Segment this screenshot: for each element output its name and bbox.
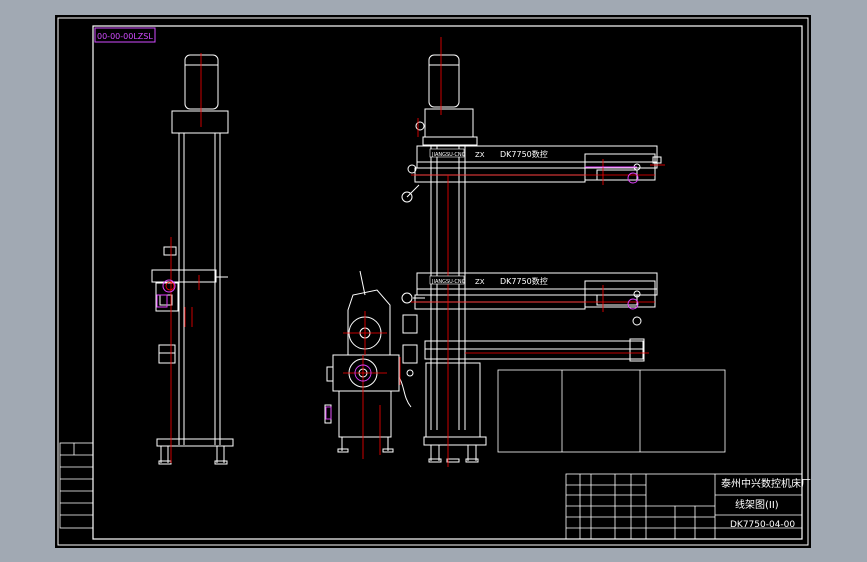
- lower-beam-plate: JIANGSU·CNC: [431, 279, 466, 285]
- upper-beam-plate: JIANGSU·CNC: [431, 152, 466, 158]
- title-block: [565, 473, 803, 540]
- company-name: 泰州中兴数控机床厂: [721, 477, 811, 490]
- left-title-stack: [59, 442, 94, 529]
- drawing-sheet[interactable]: 00-00-00LZSL: [55, 15, 811, 548]
- drawing-number: DK7750-04-00: [730, 520, 795, 530]
- wire-feeder-centerlines: [343, 311, 401, 459]
- side-view: [151, 54, 234, 465]
- lower-beam-labels: JIANGSU·CNC ZX DK7750数控: [429, 275, 548, 286]
- upper-beam-label: DK7750数控: [500, 149, 548, 159]
- notes-table: [497, 369, 726, 453]
- cad-drawing: 00-00-00LZSL: [57, 17, 811, 546]
- drawing-title: 线架图(II): [735, 498, 779, 511]
- front-view: [401, 54, 662, 463]
- outer-frame: [57, 17, 809, 546]
- inner-frame: [92, 25, 803, 540]
- upper-beam-mark: ZX: [475, 151, 485, 159]
- stamp-code: 00-00-00LZSL: [97, 32, 153, 41]
- front-view-accent: [585, 166, 639, 310]
- lower-beam-label: DK7750数控: [500, 276, 548, 286]
- front-view-centerlines: [411, 37, 665, 467]
- side-view-centerlines: [165, 53, 202, 463]
- side-view-accent: [156, 279, 176, 308]
- upper-beam-labels: JIANGSU·CNC ZX DK7750数控: [429, 148, 548, 159]
- stamp-box: 00-00-00LZSL: [94, 27, 156, 43]
- wire-feeder-accent: [325, 364, 372, 420]
- lower-beam-mark: ZX: [475, 278, 485, 286]
